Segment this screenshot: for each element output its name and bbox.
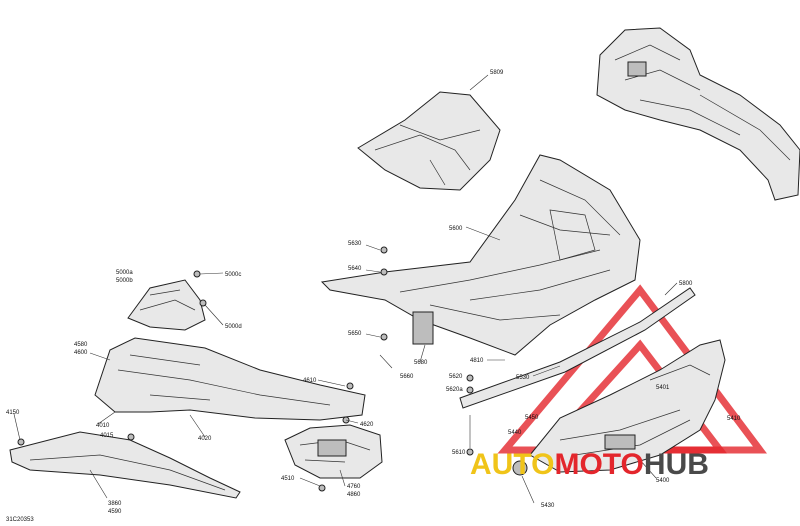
watermark-word-auto: AUTO xyxy=(470,448,554,481)
diagram-reference-code: 31C20353 xyxy=(6,517,34,523)
callout-5620: 5620 xyxy=(449,374,463,380)
watermark-word-hub: HUB xyxy=(644,448,709,481)
callout-4810: 4810 xyxy=(470,358,484,364)
callout-4610: 4610 xyxy=(303,378,317,384)
callout-4020: 4020 xyxy=(198,436,212,442)
callout-5530: 5530 xyxy=(516,375,530,381)
rear-frame-part xyxy=(596,27,800,201)
callout-5400: 5400 xyxy=(656,478,670,484)
callout-4150: 4150 xyxy=(6,410,20,416)
callout-4015: 4015 xyxy=(100,433,114,439)
callout-5620a: 5620a xyxy=(446,387,463,393)
callout-5401: 5401 xyxy=(656,385,670,391)
callout-4760: 4760 xyxy=(347,484,361,490)
callout-5440: 5440 xyxy=(508,430,522,436)
callout-5000d: 5000d xyxy=(225,324,242,330)
callout-5000c: 5000c xyxy=(225,272,241,278)
callout-4580: 4580 xyxy=(74,342,88,348)
lower-panel-part xyxy=(284,424,383,479)
footrest-part xyxy=(9,431,241,499)
callout-5640: 5640 xyxy=(348,266,362,272)
leader-lines xyxy=(13,74,678,504)
skid-plate-part xyxy=(512,339,726,476)
watermark-wordmark: AUTOMOTOHUB xyxy=(470,448,709,481)
floor-mat-part xyxy=(357,91,501,191)
side-rail-part xyxy=(459,287,696,409)
callout-5430: 5430 xyxy=(541,503,555,509)
front-bracket-part xyxy=(127,270,207,331)
main-frame-part xyxy=(320,154,641,356)
watermark-word-moto: MOTO xyxy=(554,448,643,481)
side-panel-part xyxy=(94,337,366,424)
callout-5680: 5680 xyxy=(414,360,428,366)
callout-4620: 4620 xyxy=(360,422,374,428)
callout-4590: 4590 xyxy=(108,509,122,515)
callout-5800: 5800 xyxy=(679,281,693,287)
callout-5650: 5650 xyxy=(348,331,362,337)
callout-5410: 5410 xyxy=(727,416,741,422)
callout-5660: 5660 xyxy=(400,374,414,380)
callout-5610: 5610 xyxy=(452,450,466,456)
callout-labels: 5809 5600 5630 5640 5650 5680 5660 4810 … xyxy=(6,70,741,515)
callout-5600: 5600 xyxy=(449,226,463,232)
callout-5809: 5809 xyxy=(490,70,504,76)
callout-5000a: 5000a xyxy=(116,270,133,276)
callout-4600: 4600 xyxy=(74,350,88,356)
fastener-set xyxy=(17,246,474,492)
callout-4860: 4860 xyxy=(347,492,361,498)
callout-3860: 3860 xyxy=(108,501,122,507)
callout-4510: 4510 xyxy=(281,476,295,482)
callout-4010: 4010 xyxy=(96,423,110,429)
callout-5000b: 5000b xyxy=(116,278,133,284)
callout-5450: 5450 xyxy=(525,415,539,421)
callout-5630: 5630 xyxy=(348,241,362,247)
